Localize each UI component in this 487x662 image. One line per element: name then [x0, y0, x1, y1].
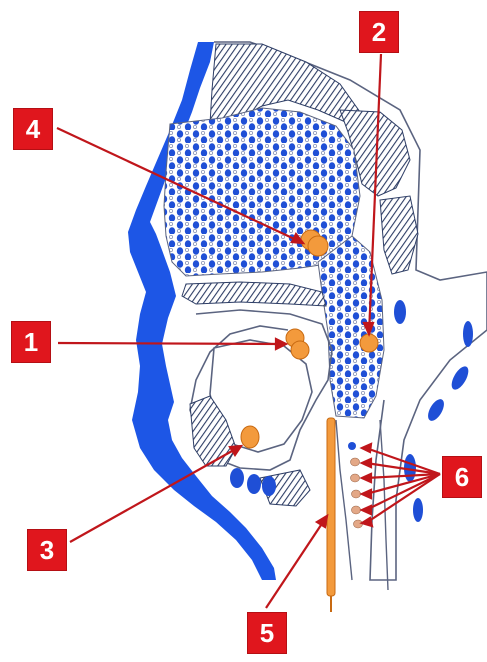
sublingual-gland-b: [247, 474, 261, 494]
lymph-node-blue-2: [413, 498, 423, 522]
vertebra-2: [463, 321, 473, 347]
probe-shaft: [327, 418, 335, 596]
cervical-node-5: [352, 506, 361, 514]
cervical-process: [380, 196, 418, 274]
leader-5: [266, 516, 327, 608]
trachea-outline: [380, 420, 388, 590]
pharynx-mucosa: [318, 236, 384, 418]
gland-3: [241, 426, 259, 448]
gland-2: [360, 334, 378, 352]
cervical-node-3: [351, 474, 360, 482]
leader-5-arrow: [317, 516, 327, 527]
label-6: 6: [442, 456, 482, 498]
gland-4b: [308, 236, 328, 256]
leader-6f: [366, 474, 440, 523]
sublingual-gland-a: [230, 468, 244, 488]
leader-6b: [366, 463, 440, 474]
label-3: 3: [27, 529, 67, 571]
cervical-node-2: [351, 458, 360, 466]
leader-1: [58, 343, 286, 344]
vertebra-3: [448, 364, 471, 393]
label-5: 5: [247, 612, 287, 654]
label-4: 4: [13, 108, 53, 150]
cervical-node-4: [352, 490, 361, 498]
sublingual-gland-c: [262, 476, 276, 496]
vertebra-4: [425, 397, 447, 424]
cervical-node-1: [348, 442, 356, 450]
cervical-node-6: [354, 520, 363, 528]
label-2: 2: [359, 11, 399, 53]
label-1: 1: [11, 321, 51, 363]
vertebra-1: [394, 300, 406, 324]
hard-palate: [182, 282, 326, 306]
gland-1b: [291, 341, 309, 359]
